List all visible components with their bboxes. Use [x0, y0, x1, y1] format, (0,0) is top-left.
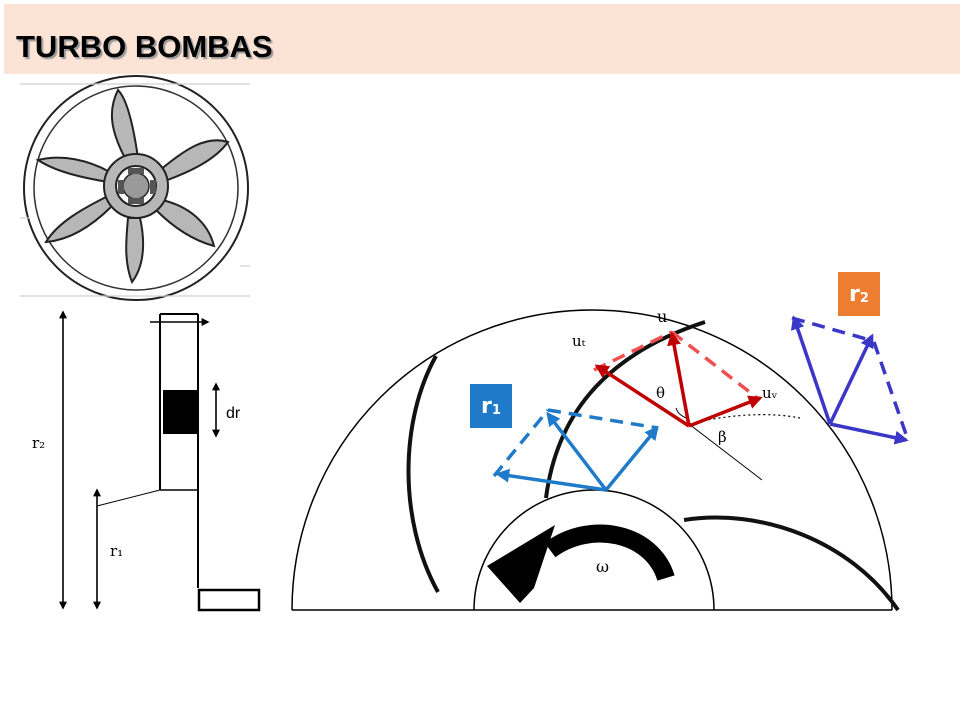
omega-label: ω: [596, 557, 609, 576]
r1-axis-label: r₁: [110, 542, 123, 560]
theta-label: θ: [656, 384, 665, 402]
velocity-triangle-indigo: [790, 315, 910, 445]
r1-box-sub: 1: [491, 402, 501, 418]
dr-label: dr: [226, 405, 241, 422]
impeller-picture: [20, 75, 250, 301]
r2-axis-label: r₂: [32, 434, 45, 452]
r1-box-base: r: [481, 393, 492, 419]
velocity-triangle-blue: [492, 408, 659, 492]
r2-box-sub: 2: [859, 290, 869, 306]
title-bar: TURBO BOMBAS: [4, 4, 960, 74]
ut-label: uₜ: [572, 332, 586, 350]
u-label: u: [657, 307, 667, 326]
page-title: TURBO BOMBAS: [16, 29, 273, 64]
velocity-triangle-red: [593, 330, 763, 428]
uv-label: uᵥ: [762, 384, 778, 402]
impeller-cross-section: [59, 310, 261, 612]
r2-box-base: r: [849, 281, 860, 307]
beta-label: β: [718, 428, 727, 446]
pump-casing: [291, 309, 900, 612]
